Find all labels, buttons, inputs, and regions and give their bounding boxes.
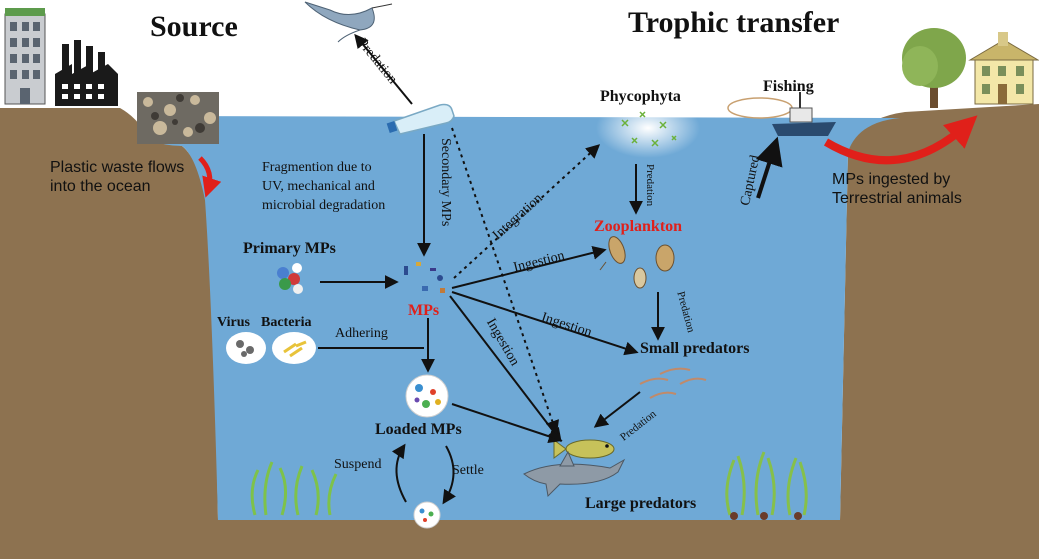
plastic-waste-pile-icon	[137, 92, 219, 144]
city-building-icon	[4, 8, 46, 105]
settled-mps-sphere	[413, 501, 441, 529]
arrow-small-to-large	[593, 391, 641, 428]
arrow-mps-to-large	[449, 295, 562, 443]
red-arrow-terrestrial	[823, 115, 978, 165]
zooplankton-label: Zooplankton	[594, 218, 683, 235]
arrow-suspend	[391, 443, 407, 503]
secondary-mps-label: Secondary MPs	[438, 138, 453, 227]
fragmentation-label: Fragmention due to UV, mechanical and mi…	[262, 160, 386, 213]
arrow-bottle-to-bird	[354, 33, 413, 105]
heron-bird-icon	[304, 1, 393, 43]
trophic-transfer-title: Trophic transfer	[628, 6, 840, 39]
seaweed-right-icon	[725, 451, 808, 520]
plastic-bottle-icon	[386, 103, 455, 135]
plastic-waste-label: Plastic waste flows into the ocean	[50, 159, 185, 195]
zooplankton-icon	[599, 236, 675, 289]
arrow-settle	[442, 445, 456, 505]
large-predators-label: Large predators	[585, 495, 697, 512]
arrow-mps-to-zoo	[451, 245, 607, 289]
loaded-mps-sphere	[405, 374, 449, 418]
arrow-loaded-to-large	[451, 403, 563, 444]
primary-mps-label: Primary MPs	[243, 240, 336, 257]
loaded-mps-particles	[414, 384, 441, 408]
ocean-water	[150, 116, 900, 520]
red-arrow-waste-in	[198, 156, 222, 198]
loaded-mps-label: Loaded MPs	[375, 421, 462, 438]
bacteria-icon	[283, 340, 307, 358]
source-title: Source	[150, 10, 238, 43]
terrestrial-label: MPs ingested by Terrestrial animals	[832, 171, 962, 207]
tree-icon	[902, 28, 966, 108]
shark-icon	[523, 450, 626, 498]
virus-icon	[236, 340, 254, 357]
virus-cloud	[226, 332, 266, 364]
phycophyta-cloud	[596, 98, 700, 158]
adhering-label: Adhering	[335, 326, 388, 341]
virus-label: Virus	[217, 315, 250, 330]
arrow-bottle-to-large	[451, 127, 559, 435]
mp-fragments-icon	[404, 262, 445, 293]
arrow-mps-to-small	[451, 291, 639, 356]
fishing-label: Fishing	[763, 78, 814, 95]
dashed-arrows	[451, 127, 601, 435]
suspend-label: Suspend	[334, 457, 382, 472]
seaweed-left-icon	[250, 461, 338, 516]
arrow-captured	[755, 136, 783, 199]
mps-label: MPs	[408, 302, 440, 319]
phycophyta-label: Phycophyta	[600, 88, 681, 105]
settle-label: Settle	[452, 463, 484, 478]
arrow-mps-to-phyto	[453, 144, 601, 279]
factory-icon	[55, 40, 118, 106]
flow-arrows	[318, 33, 783, 505]
predation-phyto-label: Predation	[644, 164, 656, 207]
fish-icon	[553, 439, 615, 459]
algae-icon	[621, 111, 677, 147]
small-predators-label: Small predators	[640, 340, 750, 357]
shrimp-icon	[639, 367, 707, 399]
bacteria-label: Bacteria	[261, 315, 312, 330]
bacteria-cloud	[272, 332, 316, 364]
fishing-boat-icon	[727, 92, 836, 136]
primary-mps-icon	[277, 263, 303, 294]
house-icon	[968, 32, 1039, 105]
